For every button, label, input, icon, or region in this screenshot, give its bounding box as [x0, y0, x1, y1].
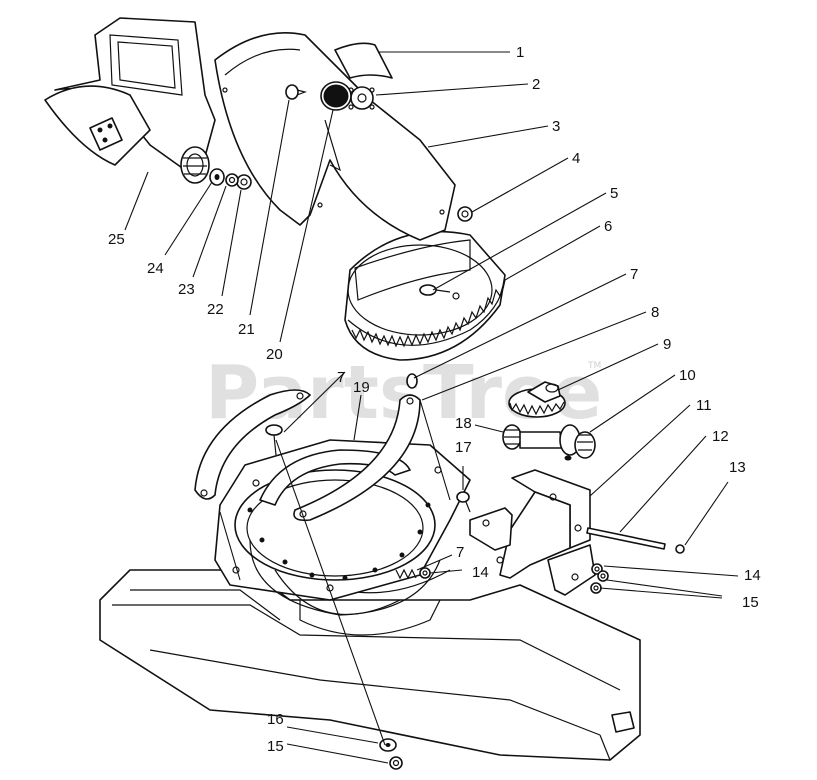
callout-16: 16: [267, 711, 284, 728]
bracket-nut-middle: [597, 570, 609, 582]
callout-7-lower: 7: [456, 544, 464, 561]
flat-washer-black: [320, 81, 352, 111]
callout-3: 3: [552, 118, 560, 135]
flange-nut: [419, 567, 431, 579]
callout-11: 11: [696, 397, 712, 414]
callout-17: 17: [455, 439, 472, 456]
watermark-tm: TM: [587, 361, 601, 371]
drive-rod: [586, 527, 666, 550]
callout-22: 22: [207, 301, 224, 318]
deflector-pivot-gear: [180, 146, 210, 184]
bracket-bolt: [456, 491, 471, 513]
callout-8: 8: [651, 304, 659, 321]
leader-lines: [124, 51, 739, 764]
deflector-nut: [225, 173, 239, 187]
callout-20: 20: [266, 346, 283, 363]
bottom-washer: [379, 738, 397, 752]
callout-7-top: 7: [630, 266, 638, 283]
rod-clip: [675, 544, 685, 554]
bushing-sprocket: [348, 86, 375, 110]
pinion-shaft-assembly: [502, 424, 596, 461]
callout-24: 24: [147, 260, 164, 277]
retainer-strip-left: [194, 389, 311, 500]
callout-13: 13: [729, 459, 746, 476]
callout-18: 18: [455, 415, 472, 432]
callout-14-right: 14: [744, 567, 761, 584]
chute-base-flange: [214, 439, 471, 616]
deflector-knob: [236, 174, 252, 190]
callout-6: 6: [604, 218, 612, 235]
bottom-nut: [389, 756, 403, 770]
callout-14-left: 14: [472, 564, 489, 581]
bevel-gear: [508, 381, 566, 418]
callout-labels: 1 2 3 4 5 6 7 8 9 10 11 12 13 14 15 7 19…: [108, 44, 761, 755]
callout-9: 9: [663, 336, 671, 353]
callout-7-left: 7: [337, 369, 345, 386]
callout-21: 21: [238, 321, 255, 338]
bracket-washer: [590, 582, 602, 594]
chute-cap: [334, 42, 393, 79]
callout-5: 5: [610, 185, 618, 202]
ring-screw: [265, 424, 283, 456]
chute-nut: [457, 206, 473, 222]
deflector-spring-plate: [89, 117, 123, 151]
callout-12: 12: [712, 428, 729, 445]
gear-bracket: [469, 469, 596, 596]
gear-ring-stud: [406, 373, 418, 389]
flange-hole-ring: [247, 502, 431, 581]
callout-23: 23: [178, 281, 195, 298]
discharge-chute: [214, 32, 456, 241]
callout-10: 10: [679, 367, 696, 384]
callout-1: 1: [516, 44, 524, 61]
chute-gear-ring: [344, 230, 506, 361]
callout-2: 2: [532, 76, 540, 93]
deflector-washer: [209, 168, 225, 186]
callout-4: 4: [572, 150, 580, 167]
callout-19: 19: [353, 379, 370, 396]
callout-15-right: 15: [742, 594, 759, 611]
callout-15-bottom: 15: [267, 738, 284, 755]
gear-ring-bolt: [419, 284, 451, 296]
callout-25: 25: [108, 231, 125, 248]
flange-spring: [395, 568, 417, 580]
chute-deflector: [44, 17, 216, 184]
chute-screw: [285, 84, 308, 100]
